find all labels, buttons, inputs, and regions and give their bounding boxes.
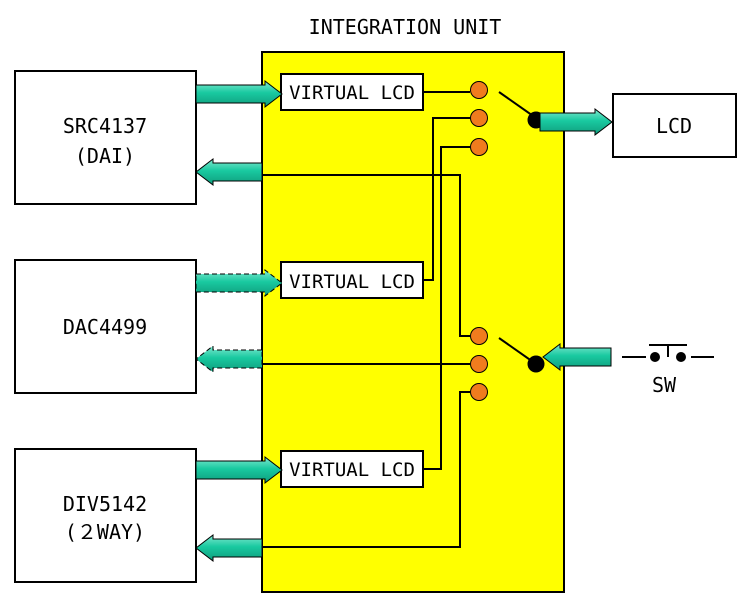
virtual-lcd-2-label: VIRTUAL LCD <box>289 271 415 293</box>
virtual-lcd-2: VIRTUAL LCD <box>280 261 424 299</box>
lcd-switch-contact-1 <box>470 81 488 99</box>
integration-unit-title: INTEGRATION UNIT <box>309 15 502 39</box>
virtual-lcd-3-label: VIRTUAL LCD <box>289 459 415 481</box>
arrow-unit-to-src4137 <box>195 157 263 187</box>
virtual-lcd-3: VIRTUAL LCD <box>280 450 424 488</box>
arrow-dac4499-to-unit <box>195 268 283 298</box>
device-block-div5142: DIV5142 (２WAY) <box>14 448 197 583</box>
push-button-contact-left <box>650 352 660 362</box>
lcd-block: LCD <box>612 93 737 158</box>
arrow-unit-to-dac4499 <box>195 344 263 374</box>
sw-switch-contact-2 <box>470 355 488 373</box>
sw-switch-contact-3 <box>470 383 488 401</box>
signal-arrows <box>195 79 613 563</box>
integration-unit <box>261 51 565 593</box>
arrow-sw-to-switch <box>542 342 612 372</box>
sw-switch-pivot <box>527 355 545 373</box>
wiring <box>262 91 714 548</box>
device-div5142-subtitle: (２WAY) <box>65 520 145 544</box>
arrow-src4137-to-unit <box>195 79 283 109</box>
virtual-lcd-1-label: VIRTUAL LCD <box>289 82 415 104</box>
arrow-unit-to-div5142 <box>195 533 263 563</box>
lcd-switch-contact-3 <box>470 138 488 156</box>
device-dac4499-name: DAC4499 <box>63 315 147 339</box>
device-block-dac4499: DAC4499 <box>14 259 197 394</box>
device-block-src4137: SRC4137 (DAI) <box>14 70 197 205</box>
arrow-switch-to-lcd <box>539 107 613 137</box>
device-src4137-subtitle: (DAI) <box>75 144 135 168</box>
lcd-switch-contact-2 <box>470 109 488 127</box>
sw-label: SW <box>652 373 677 397</box>
sw-switch-contact-1 <box>470 327 488 345</box>
device-div5142-name: DIV5142 <box>63 492 147 516</box>
device-src4137-name: SRC4137 <box>63 114 147 138</box>
virtual-lcd-1: VIRTUAL LCD <box>280 73 424 111</box>
arrow-div5142-to-unit <box>195 455 283 485</box>
push-button-contact-right <box>676 352 686 362</box>
lcd-label: LCD <box>656 114 692 138</box>
